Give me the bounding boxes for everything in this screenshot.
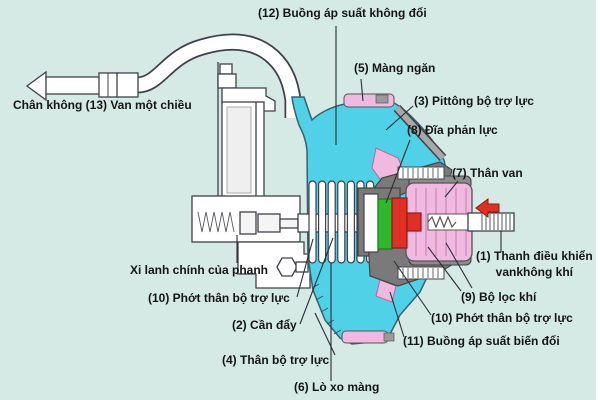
leader-line-11 (296, 238, 314, 298)
leader-line-1 (360, 78, 364, 102)
diaphragm-bottom-strip (341, 330, 389, 344)
leader-line-2 (385, 105, 414, 131)
leader-line-13 (314, 312, 336, 356)
hub-bolt-bottom (397, 266, 445, 280)
mounting-bolt-shaft (295, 261, 309, 273)
reaction-disc (377, 198, 393, 250)
diaphragm-top-clamp (375, 94, 389, 104)
leader-line-4 (444, 180, 459, 198)
leader-lines (236, 26, 502, 381)
control-rod-ribs (481, 214, 511, 230)
hub-bolt-top-hatch (402, 168, 439, 178)
master-cylinder-piston-2 (257, 213, 281, 233)
leader-line-9 (389, 291, 405, 338)
leader-line-12 (299, 237, 334, 325)
master-cylinder-fitting-top (219, 63, 233, 75)
piston-plate-edge (394, 105, 446, 161)
master-cylinder-spring (197, 211, 235, 233)
valve-return-spring (427, 215, 457, 229)
air-valve-stem (406, 212, 422, 232)
master-cylinder-rod-stub (279, 218, 299, 229)
hub-bolt-bottom-hatch (402, 268, 439, 278)
image-edge-strip (596, 0, 600, 400)
vacuum-hose-assembly (25, 33, 302, 118)
diaphragm-bottom-clamp (383, 332, 395, 342)
hose-tube (136, 35, 300, 118)
mounting-bolt-head (276, 257, 298, 277)
hub-bolt-top (397, 166, 445, 180)
leader-line-6 (427, 246, 462, 292)
control-rod (467, 212, 515, 232)
master-cylinder-bore (226, 106, 252, 194)
air-valve-piston (391, 197, 408, 249)
leader-line-8 (393, 260, 432, 316)
push-rod-head (363, 193, 379, 253)
master-cylinder (191, 62, 311, 289)
vacuum-pipe (45, 76, 101, 95)
check-valve-back (116, 72, 139, 98)
input-force-arrow-icon (475, 198, 500, 218)
leader-line-7 (445, 242, 473, 289)
master-cylinder-piston-1 (239, 211, 257, 235)
leader-line-3 (385, 139, 411, 204)
master-cylinder-fitting (217, 73, 237, 89)
